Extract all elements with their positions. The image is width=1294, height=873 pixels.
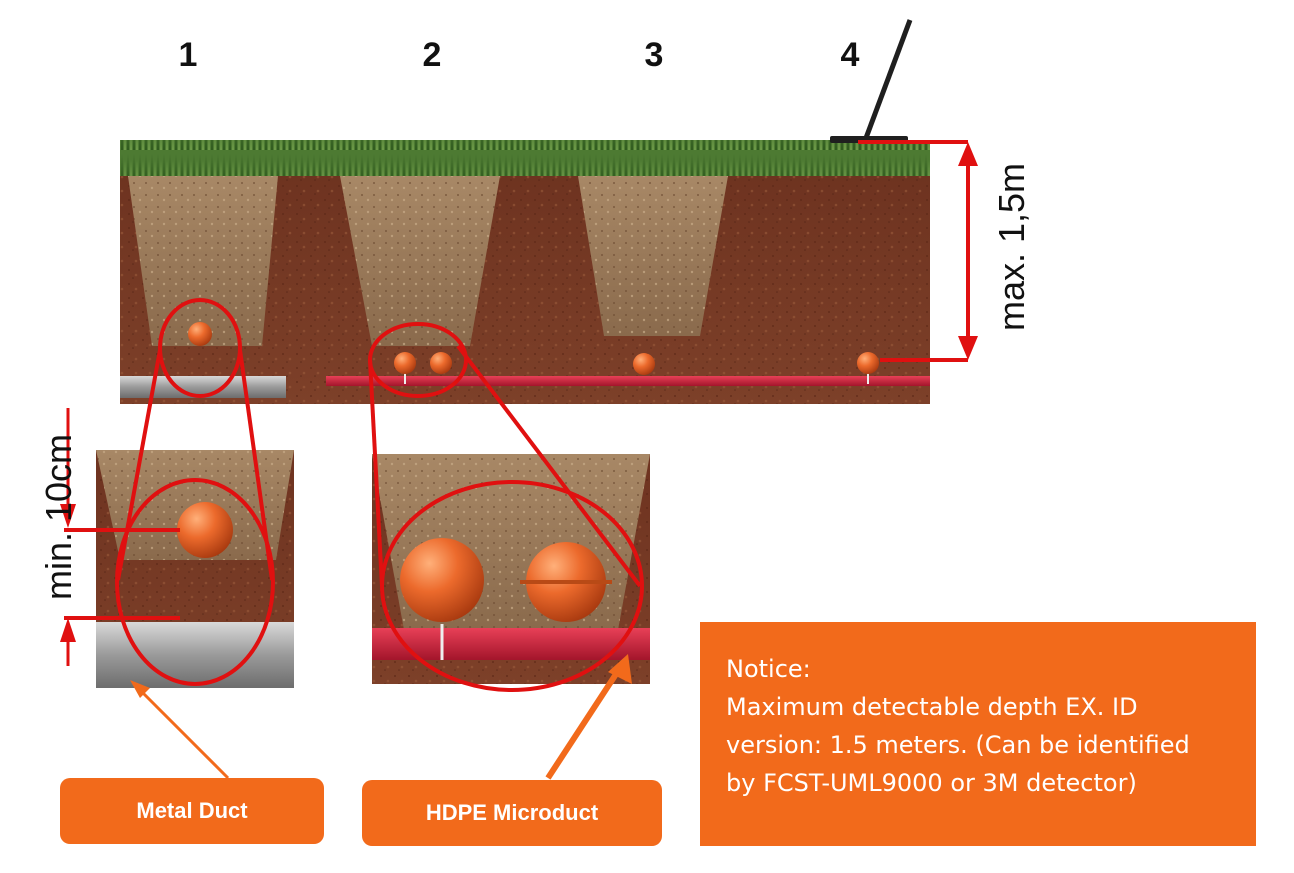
notice-heading: Notice: (726, 655, 811, 683)
max-depth-label: max. 1,5m (991, 162, 1033, 332)
hdpe-microduct (326, 376, 930, 386)
detail-hdpe (372, 454, 650, 692)
grass-layer (120, 140, 930, 176)
min-depth-label: min. 10cm (38, 433, 80, 601)
notice-box: Notice: Maximum detectable depth EX. ID … (700, 622, 1256, 846)
arrow-icon (130, 680, 230, 780)
notice-line-3: by FCST-UML9000 or 3M detector) (726, 769, 1137, 797)
section-number-1: 1 (178, 36, 198, 74)
zoom-circle-1 (158, 298, 242, 398)
metal-duct-label: Metal Duct (136, 798, 248, 823)
marker-ball-icon (633, 353, 655, 375)
marker-ball-icon (188, 322, 212, 346)
marker-ball-icon (400, 538, 484, 622)
section-number-3: 3 (644, 36, 664, 74)
hdpe-microduct-callout: HDPE Microduct (362, 780, 662, 846)
marker-ball-icon (430, 352, 452, 374)
notice-line-2: version: 1.5 meters. (Can be identified (726, 731, 1190, 759)
marker-ball-icon (857, 352, 879, 374)
section-number-4: 4 (840, 36, 860, 74)
marker-ball-icon (177, 502, 233, 558)
section-number-2: 2 (422, 36, 442, 74)
notice-line-1: Maximum detectable depth EX. ID (726, 693, 1138, 721)
hdpe-microduct-label: HDPE Microduct (425, 800, 599, 825)
min-depth-dimension (60, 408, 180, 666)
cross-section (120, 19, 930, 404)
max-depth-dimension (858, 140, 978, 362)
marker-ball-icon (394, 352, 416, 374)
arrow-icon (545, 654, 632, 780)
zoom-connectors (116, 344, 642, 588)
detail-metal-duct (96, 450, 294, 688)
metal-duct-callout: Metal Duct (60, 778, 324, 844)
